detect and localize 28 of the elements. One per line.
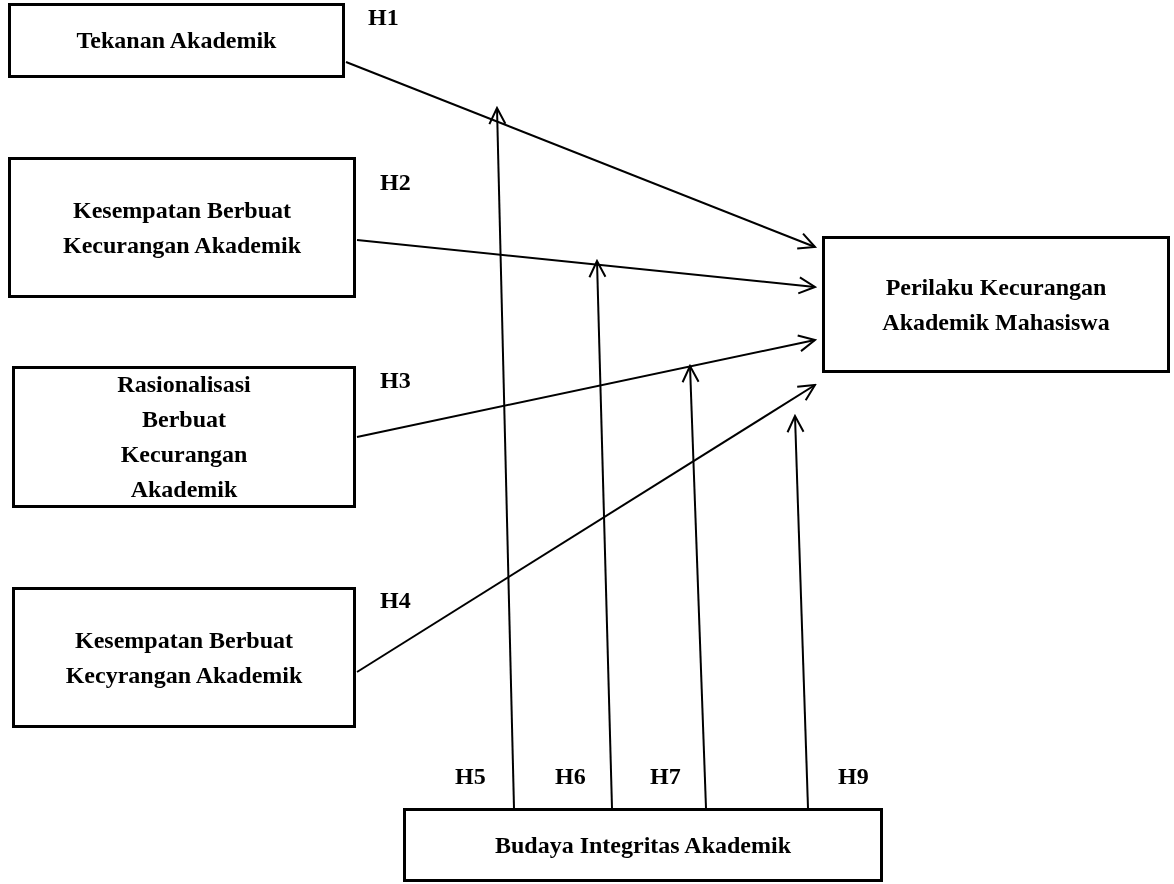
hypothesis-label: H5 xyxy=(455,762,486,790)
arrow xyxy=(356,334,816,438)
arrow xyxy=(588,260,613,809)
hypothesis-label: H6 xyxy=(555,762,586,790)
hypothesis-label: H2 xyxy=(380,168,411,196)
arrow xyxy=(345,61,816,250)
concept-box xyxy=(12,366,356,508)
node-label: Perilaku Kecurangan Akademik Mahasiswa xyxy=(881,272,1111,337)
concept-box xyxy=(822,236,1170,373)
arrow xyxy=(488,107,515,809)
arrow xyxy=(356,384,816,673)
hypothesis-label: H1 xyxy=(368,3,399,31)
node-label: Budaya Integritas Akademik xyxy=(493,830,793,860)
node-label: Rasionalisasi Berbuat Kecurangan Akademik xyxy=(116,370,252,504)
arrow xyxy=(356,239,816,295)
concept-box xyxy=(12,587,356,728)
concept-box xyxy=(8,157,356,298)
hypothesis-label: H7 xyxy=(650,762,681,790)
node-label: Kesempatan Berbuat Kecurangan Akademik xyxy=(62,195,302,260)
hypothesis-label: H4 xyxy=(380,586,411,614)
concept-box xyxy=(8,3,345,78)
hypothesis-label: H3 xyxy=(380,366,411,394)
concept-box xyxy=(403,808,883,882)
node-label: Tekanan Akademik xyxy=(75,26,278,55)
node-label: Kesempatan Berbuat Kecyrangan Akademik xyxy=(64,625,304,690)
arrow xyxy=(786,415,809,809)
arrow xyxy=(681,365,707,809)
hypothesis-label: H9 xyxy=(838,762,869,790)
